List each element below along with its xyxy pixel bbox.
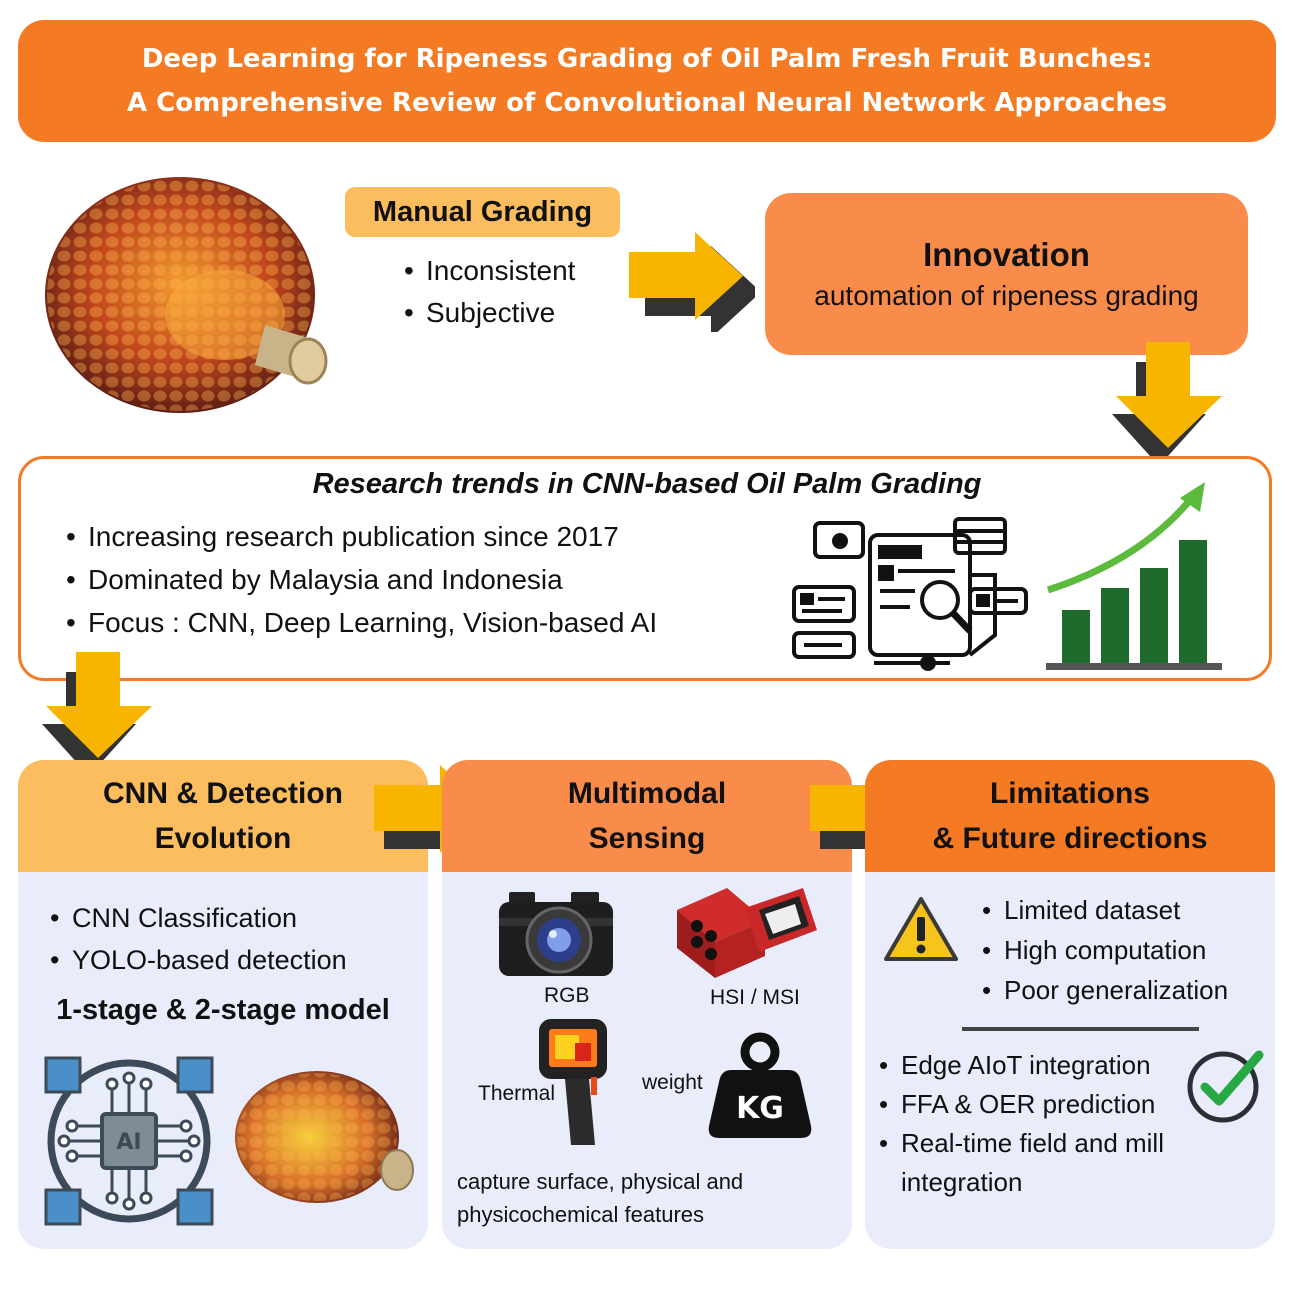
limitations-title-line-1: Limitations	[989, 777, 1150, 810]
innovation-box: Innovation automation of ripeness gradin…	[765, 193, 1248, 355]
manual-grading-label: Manual Grading	[345, 187, 620, 237]
limitations-header: Limitations & Future directions	[865, 760, 1275, 872]
manual-grading-list: Inconsistent Subjective	[402, 250, 575, 334]
cnn-list: CNN Classification YOLO-based detection	[48, 897, 347, 981]
weight-kg-icon: KG	[708, 1032, 812, 1138]
title-line-1: Deep Learning for Ripeness Grading of Oi…	[141, 44, 1153, 74]
warning-icon	[884, 897, 958, 961]
multimodal-header: Multimodal Sensing	[442, 760, 852, 872]
list-item: Inconsistent	[402, 250, 575, 292]
arrow-down-icon	[42, 652, 152, 776]
innovation-subtitle: automation of ripeness grading	[814, 280, 1199, 311]
oil-palm-fruit-image	[45, 177, 328, 413]
thermal-camera-icon	[539, 1019, 607, 1145]
arrow-right-icon	[629, 232, 755, 332]
ai-chip-icon: AI	[44, 1056, 214, 1226]
cnn-title-line-2: Evolution	[154, 822, 292, 855]
cnn-title-line-1: CNN & Detection	[102, 777, 343, 810]
arrow-down-icon	[1112, 342, 1222, 466]
list-item: YOLO-based detection	[48, 939, 347, 981]
model-stage-label: 1-stage & 2-stage model	[56, 994, 390, 1026]
future-directions-list: Edge AIoT integration FFA & OER predicti…	[877, 1046, 1207, 1202]
list-item: FFA & OER prediction	[877, 1085, 1207, 1124]
list-item: High computation	[980, 930, 1228, 970]
list-item: Focus : CNN, Deep Learning, Vision-based…	[64, 601, 657, 644]
multispectral-camera-icon	[677, 888, 817, 978]
innovation-title: Innovation	[923, 236, 1090, 273]
list-item: CNN Classification	[48, 897, 347, 939]
list-item: Subjective	[402, 292, 575, 334]
multimodal-sensing-panel: Multimodal Sensing	[442, 760, 852, 1249]
title-line-2: A Comprehensive Review of Convolutional …	[126, 88, 1167, 118]
list-item: Increasing research publication since 20…	[64, 515, 657, 558]
weight-label: weight	[642, 1071, 703, 1094]
limitations-title-line-2: & Future directions	[932, 822, 1208, 855]
research-trends-list: Increasing research publication since 20…	[64, 515, 657, 644]
cnn-detection-header: CNN & Detection Evolution	[18, 760, 428, 872]
limitations-list: Limited dataset High computation Poor ge…	[980, 890, 1228, 1010]
multimodal-note: capture surface, physical and physicoche…	[457, 1169, 744, 1227]
research-document-icon	[792, 517, 1028, 671]
list-item: Poor generalization	[980, 970, 1228, 1010]
title-banner: Deep Learning for Ripeness Grading of Oi…	[18, 20, 1276, 142]
growth-chart-icon	[1046, 482, 1222, 670]
oil-palm-fruit-image	[235, 1071, 414, 1203]
kg-text: KG	[736, 1091, 784, 1126]
list-item: Edge AIoT integration	[877, 1046, 1207, 1085]
multimodal-title-line-1: Multimodal	[567, 777, 727, 810]
list-item: Real-time field and mill integration	[877, 1124, 1207, 1202]
research-trends-title: Research trends in CNN-based Oil Palm Gr…	[312, 468, 982, 500]
section-divider	[962, 1027, 1199, 1031]
ai-chip-text: AI	[116, 1130, 141, 1155]
multimodal-title-line-2: Sensing	[588, 822, 706, 855]
list-item: Dominated by Malaysia and Indonesia	[64, 558, 657, 601]
check-circle-icon	[1187, 1050, 1264, 1123]
hsi-msi-label: HSI / MSI	[710, 986, 800, 1009]
list-item: Limited dataset	[980, 890, 1228, 930]
rgb-label: RGB	[544, 984, 590, 1007]
camera-icon	[499, 892, 613, 976]
thermal-label: Thermal	[478, 1082, 556, 1105]
